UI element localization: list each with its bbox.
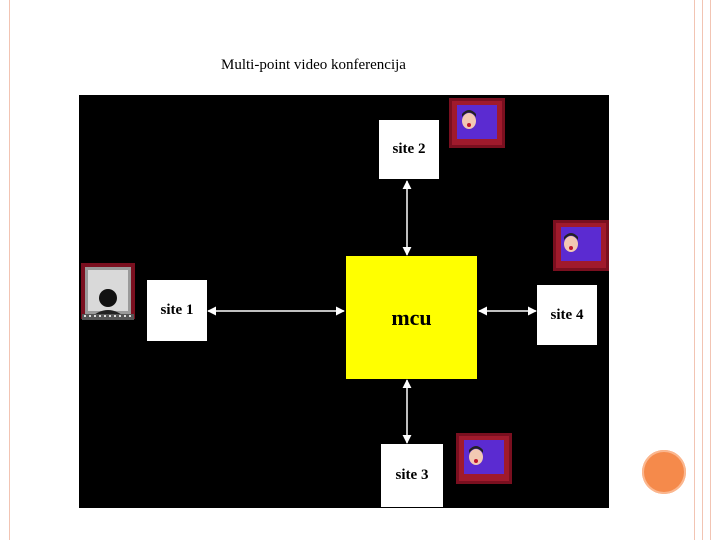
site-4-box: site 4: [537, 285, 597, 345]
site-1-label: site 1: [160, 302, 194, 318]
decor-line: [694, 0, 695, 540]
mcu-box: mcu: [346, 256, 477, 379]
site-2-label: site 2: [392, 141, 426, 157]
site-3-box: site 3: [381, 444, 443, 507]
decorative-dot: [642, 450, 686, 494]
site-2-box: site 2: [379, 120, 439, 179]
diagram-canvas: site 2 site 1 site 3 site 4 mcu: [79, 95, 609, 508]
decor-line: [710, 0, 711, 540]
site-3-label: site 3: [395, 467, 429, 483]
site-4-label: site 4: [550, 306, 584, 323]
decor-line: [702, 0, 703, 540]
person-back-monitor-icon: [81, 263, 135, 320]
decor-line: [9, 0, 10, 540]
site-1-box: site 1: [147, 280, 207, 341]
face-monitor-icon: [553, 220, 609, 271]
face-monitor-icon: [449, 98, 505, 148]
slide-title: Multi-point video konferencija: [221, 57, 406, 73]
connection-arrows: [207, 180, 537, 444]
mcu-label: mcu: [391, 304, 432, 330]
face-monitor-icon: [456, 433, 512, 484]
